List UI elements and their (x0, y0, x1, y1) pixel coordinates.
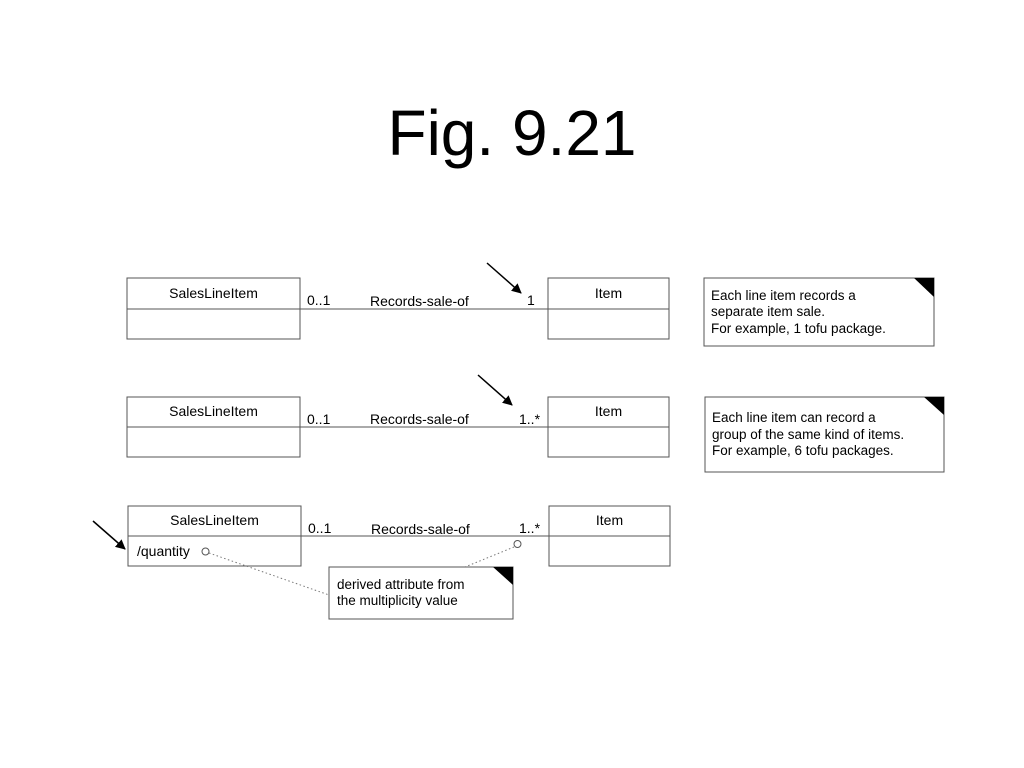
anchor-circle-icon (513, 540, 522, 548)
note-box: derived attribute from the multiplicity … (328, 566, 514, 620)
association-name: Records-sale-of (370, 411, 469, 427)
note-line: derived attribute from (337, 577, 465, 592)
right-multiplicity: 1..* (519, 520, 541, 536)
note-line: Each line item records a (711, 288, 856, 303)
note-anchor-line (208, 552, 330, 596)
left-multiplicity: 0..1 (308, 520, 332, 536)
class-name: Item (595, 403, 622, 419)
pointer-arrow (92, 520, 126, 550)
class-box-saleslineitem: SalesLineItem (126, 277, 301, 340)
class-box-saleslineitem: SalesLineItem /quantity (127, 505, 302, 567)
note-anchor-line (464, 546, 515, 568)
right-multiplicity: 1 (527, 292, 535, 308)
anchor-circle-icon (201, 547, 210, 556)
class-name: Item (595, 285, 622, 301)
note-line: Each line item can record a (712, 410, 876, 425)
note-box: Each line item can record a group of the… (704, 396, 945, 473)
class-box-item: Item (547, 396, 670, 458)
note-box: Each line item records a separate item s… (703, 277, 935, 347)
derived-attribute: /quantity (137, 543, 190, 559)
row-1: SalesLineItem Item 0..1 Records-sale-of … (126, 262, 935, 347)
left-multiplicity: 0..1 (307, 411, 331, 427)
row-3: SalesLineItem /quantity Item 0..1 Record… (92, 505, 671, 620)
class-name: SalesLineItem (169, 403, 258, 419)
note-line: separate item sale. (711, 304, 825, 319)
class-name: SalesLineItem (170, 512, 259, 528)
class-box-item: Item (548, 505, 671, 567)
right-multiplicity: 1..* (519, 411, 541, 427)
note-line: For example, 1 tofu package. (711, 321, 886, 336)
note-corner-icon (493, 567, 513, 585)
note-line: For example, 6 tofu packages. (712, 443, 894, 458)
class-name: Item (596, 512, 623, 528)
figure-title: Fig. 9.21 (387, 97, 637, 169)
pointer-arrow (477, 374, 513, 406)
note-corner-icon (924, 397, 944, 415)
class-name: SalesLineItem (169, 285, 258, 301)
row-2: SalesLineItem Item 0..1 Records-sale-of … (126, 374, 945, 473)
note-corner-icon (914, 278, 934, 297)
association-name: Records-sale-of (370, 293, 469, 309)
note-line: group of the same kind of items. (712, 427, 904, 442)
left-multiplicity: 0..1 (307, 292, 331, 308)
class-box-item: Item (547, 277, 670, 340)
association-name: Records-sale-of (371, 521, 470, 537)
note-line: the multiplicity value (337, 593, 458, 608)
pointer-arrow (486, 262, 522, 294)
class-box-saleslineitem: SalesLineItem (126, 396, 301, 458)
